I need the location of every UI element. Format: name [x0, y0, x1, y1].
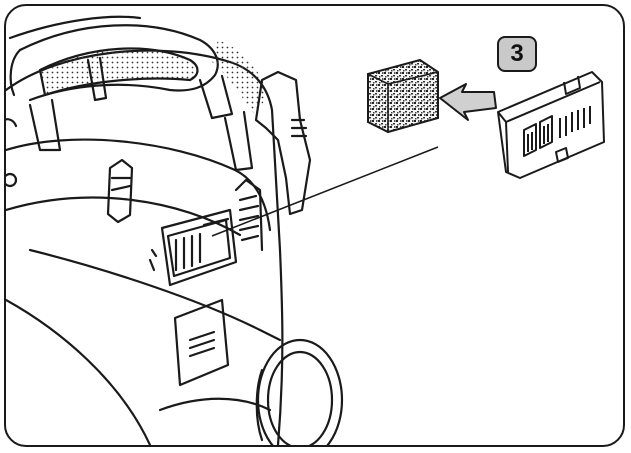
- filter-cover-icon: [497, 71, 605, 179]
- step-badge: 3: [497, 36, 537, 72]
- foam-filter-icon: [367, 58, 439, 134]
- insert-arrow-icon: [439, 83, 497, 121]
- step-number: 3: [510, 40, 524, 67]
- illustration-frame: [4, 4, 625, 447]
- leader-line: [211, 146, 439, 237]
